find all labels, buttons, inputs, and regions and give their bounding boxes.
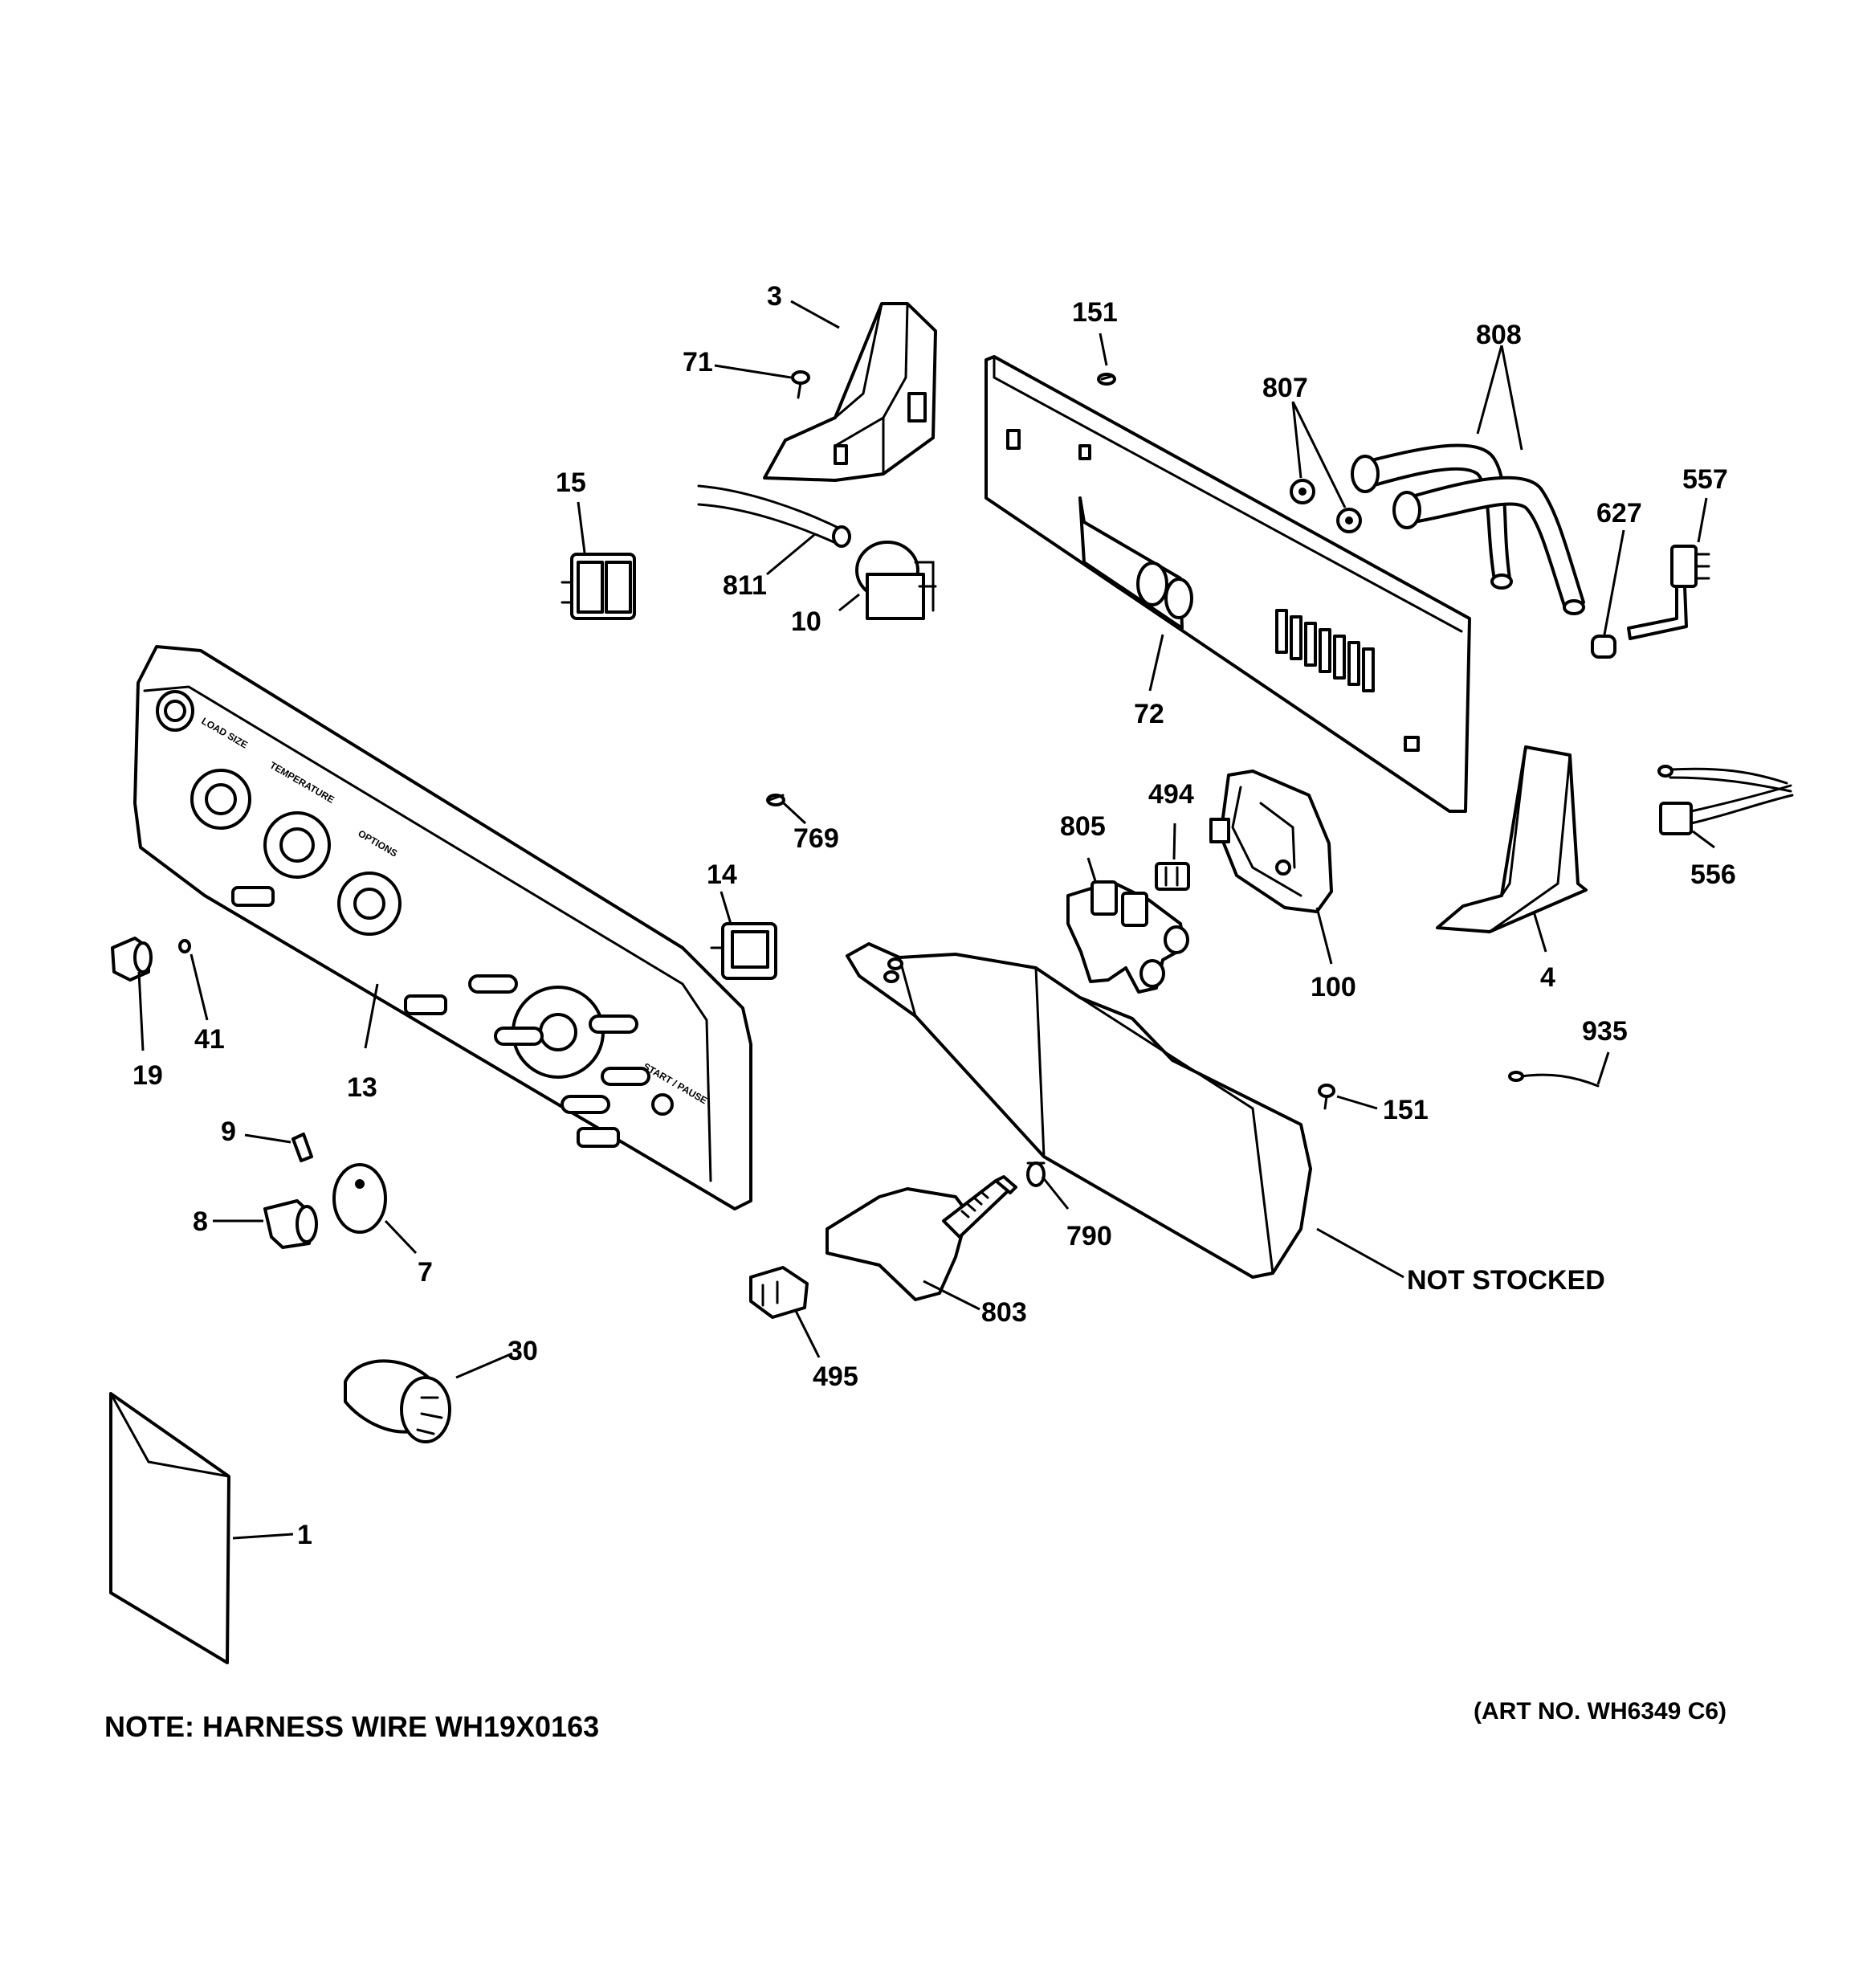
part-557-sensor [1627, 545, 1710, 640]
label-495: 495 [813, 1361, 858, 1392]
label-30: 30 [508, 1336, 538, 1366]
label-494: 494 [1148, 779, 1194, 810]
label-4: 4 [1540, 962, 1555, 993]
part-495-block [749, 1266, 809, 1319]
label-71: 71 [683, 347, 713, 378]
part-1-envelope [109, 1392, 230, 1664]
label-807: 807 [1262, 373, 1308, 403]
art-number: (ART NO. WH6349 C6) [1474, 1698, 1726, 1725]
part-30-capacitor [344, 1359, 451, 1443]
label-1: 1 [297, 1520, 312, 1550]
label-627: 627 [1596, 498, 1642, 529]
part-8-knob [263, 1199, 318, 1249]
part-627-clip [1591, 635, 1616, 659]
part-3-bracket [763, 302, 937, 482]
label-41: 41 [194, 1024, 225, 1055]
panel-vent-slots [1275, 609, 1375, 692]
part-41-clip [178, 939, 191, 953]
part-807-washers [1290, 479, 1362, 533]
label-151-lower: 151 [1383, 1095, 1429, 1125]
label-769: 769 [793, 823, 839, 854]
label-808: 808 [1476, 320, 1522, 350]
part-808-hoses [1351, 443, 1585, 615]
label-100: 100 [1311, 972, 1356, 1002]
base-bracket-not-stocked [846, 942, 1312, 1279]
part-7-dial [332, 1163, 387, 1234]
label-7: 7 [418, 1257, 433, 1288]
part-9-clip [291, 1133, 313, 1162]
label-803: 803 [981, 1297, 1027, 1328]
part-15-switch [561, 553, 636, 620]
part-935-wire [1508, 1071, 1600, 1088]
label-14: 14 [707, 859, 737, 890]
part-100-timer [1209, 769, 1333, 913]
label-10: 10 [791, 606, 821, 637]
label-19: 19 [132, 1060, 163, 1091]
label-557: 557 [1682, 464, 1728, 495]
label-13: 13 [347, 1072, 377, 1103]
label-72: 72 [1134, 699, 1164, 729]
label-8: 8 [193, 1206, 208, 1237]
part-19-knob [111, 937, 153, 982]
part-71-screw [791, 370, 810, 399]
part-4-bracket [1436, 745, 1588, 933]
label-not-stocked: NOT STOCKED [1407, 1265, 1605, 1296]
part-151-screw-top [1097, 373, 1116, 386]
part-803-dispenser [826, 1175, 1017, 1301]
part-811-hose [697, 484, 851, 548]
label-9: 9 [221, 1116, 236, 1147]
part-151-screw-lower [1318, 1084, 1335, 1110]
part-494-block [1155, 862, 1190, 891]
label-935: 935 [1582, 1016, 1628, 1047]
leader-lines [137, 300, 1715, 1540]
label-556: 556 [1690, 859, 1736, 890]
label-805: 805 [1060, 811, 1106, 842]
part-13-control-panel: LOAD SIZE TEMPERATURE OPTIONS START / PA… [133, 645, 752, 1210]
label-790: 790 [1066, 1221, 1112, 1251]
part-72-back-panel [984, 355, 1471, 813]
callout-labels: 3 71 151 808 807 557 627 15 811 10 72 49… [132, 281, 1736, 1550]
part-790-clamp [1026, 1161, 1046, 1187]
part-769-screw [766, 794, 785, 806]
label-151-top: 151 [1072, 297, 1118, 328]
part-556-wire-connector [1657, 765, 1794, 835]
part-14-switch [710, 922, 777, 980]
part-10-pressure-switch [855, 541, 937, 620]
harness-wire-note: NOTE: HARNESS WIRE WH19X0163 [104, 1710, 599, 1743]
label-811: 811 [723, 570, 767, 601]
label-3: 3 [767, 281, 782, 312]
label-15: 15 [556, 467, 586, 498]
part-805-valve [1066, 880, 1189, 994]
